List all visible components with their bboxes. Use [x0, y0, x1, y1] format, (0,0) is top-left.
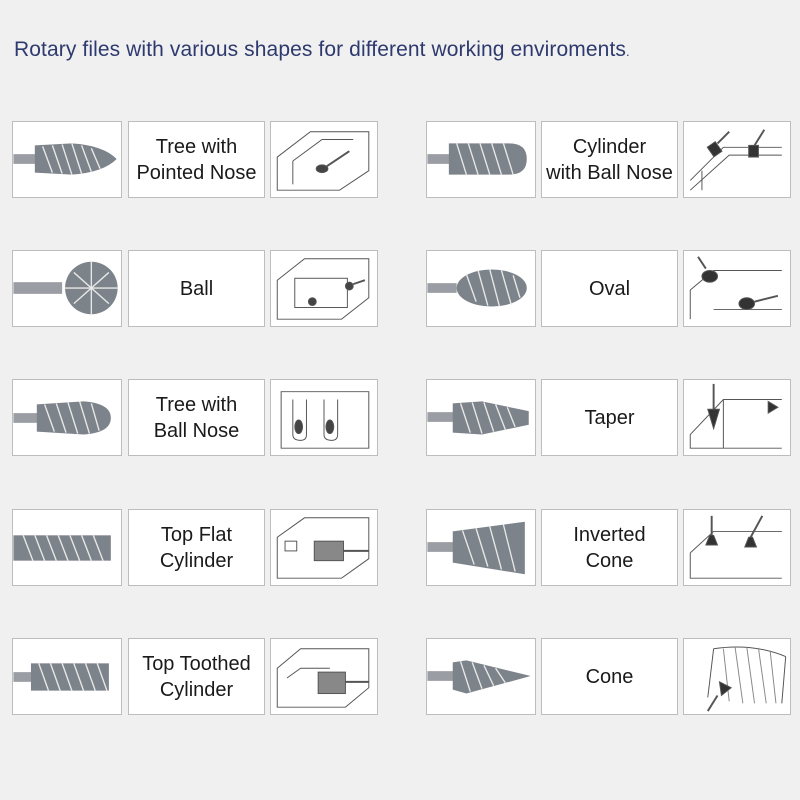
label-line-1: Tree with: [155, 135, 238, 158]
burr-photo-tree-pointed: [12, 121, 122, 198]
label-cone: Cone: [541, 638, 678, 715]
usage-diagram-oval: [683, 250, 791, 327]
burr-photo-taper: [426, 379, 536, 456]
usage-diagram-inverted-cone: [683, 509, 791, 586]
burr-photo-cone: [426, 638, 536, 715]
burr-photo-top-flat-cylinder: [12, 509, 122, 586]
label-line-1: Cone: [585, 665, 634, 688]
label-line-1: Inverted: [573, 523, 646, 546]
label-line-2: Pointed Nose: [136, 161, 257, 184]
burr-photo-tree-ball: [12, 379, 122, 456]
label-ball: Ball: [128, 250, 265, 327]
burr-photo-inverted-cone: [426, 509, 536, 586]
label-line-2: with Ball Nose: [546, 161, 673, 184]
label-line-2: Cone: [585, 549, 634, 572]
label-cylinder-ball: Cylinder with Ball Nose: [541, 121, 678, 198]
page-heading: Rotary files with various shapes for dif…: [14, 38, 630, 62]
label-line-1: Ball: [179, 277, 214, 300]
label-line-1: Taper: [584, 406, 635, 429]
label-line-1: Cylinder: [572, 135, 647, 158]
burr-photo-cylinder-ball: [426, 121, 536, 198]
page-heading-text: Rotary files with various shapes for dif…: [14, 38, 626, 61]
usage-diagram-tree-pointed: [270, 121, 378, 198]
usage-diagram-ball: [270, 250, 378, 327]
usage-diagram-cylinder-ball: [683, 121, 791, 198]
burr-photo-ball: [12, 250, 122, 327]
label-line-2: Cylinder: [159, 549, 234, 572]
label-oval: Oval: [541, 250, 678, 327]
label-line-2: Ball Nose: [153, 419, 240, 442]
label-line-1: Tree with: [155, 393, 238, 416]
label-line-1: Top Flat: [160, 523, 233, 546]
label-line-1: Oval: [588, 277, 631, 300]
burr-photo-oval: [426, 250, 536, 327]
usage-diagram-tree-ball: [270, 379, 378, 456]
page-heading-period: .: [625, 44, 630, 59]
label-line-2: Cylinder: [159, 678, 234, 701]
label-line-1: Top Toothed: [142, 652, 251, 675]
usage-diagram-top-flat-cylinder: [270, 509, 378, 586]
usage-diagram-taper: [683, 379, 791, 456]
usage-diagram-cone: [683, 638, 791, 715]
usage-diagram-top-toothed-cylinder: [270, 638, 378, 715]
label-taper: Taper: [541, 379, 678, 456]
burr-photo-top-toothed-cylinder: [12, 638, 122, 715]
